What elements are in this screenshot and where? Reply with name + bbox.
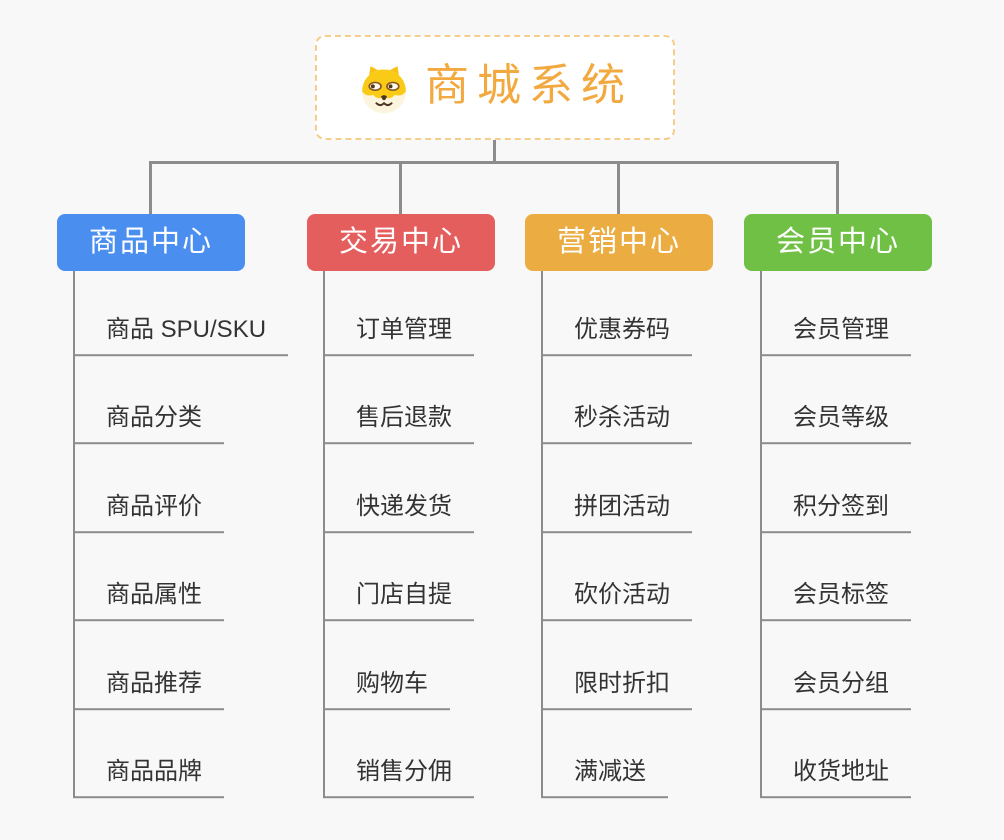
branch-column-marketing: 营销中心 优惠券码 秒杀活动 拼团活动 砍价活动 限时折扣 满减送 xyxy=(525,0,713,840)
branch-column-product: 商品中心 商品 SPU/SKU 商品分类 商品评价 商品属性 商品推荐 商品品牌 xyxy=(57,0,289,840)
connector-drop-member xyxy=(836,161,839,214)
leaf-node[interactable]: 售后退款 xyxy=(323,404,474,444)
leaf-node[interactable]: 快递发货 xyxy=(323,493,474,533)
leaf-node[interactable]: 砍价活动 xyxy=(541,581,692,621)
connector-drop-product xyxy=(149,161,152,214)
leaf-node[interactable]: 会员标签 xyxy=(760,581,911,621)
leaf-node[interactable]: 商品评价 xyxy=(73,493,224,533)
leaf-node[interactable]: 购物车 xyxy=(323,670,450,710)
leaf-node[interactable]: 满减送 xyxy=(541,758,668,798)
leaf-node[interactable]: 收货地址 xyxy=(760,758,911,798)
leaf-node[interactable]: 商品 SPU/SKU xyxy=(73,316,289,356)
connector-rail xyxy=(149,161,839,164)
root-node[interactable]: 商城系统 xyxy=(315,35,675,140)
leaf-node[interactable]: 优惠券码 xyxy=(541,316,692,356)
leaf-node[interactable]: 拼团活动 xyxy=(541,493,692,533)
leaf-node[interactable]: 积分签到 xyxy=(760,493,911,533)
branch-rail xyxy=(541,271,543,798)
connector-drop-trade xyxy=(399,161,402,214)
leaf-node[interactable]: 秒杀活动 xyxy=(541,404,692,444)
leaf-node[interactable]: 销售分佣 xyxy=(323,758,474,798)
leaf-node[interactable]: 会员管理 xyxy=(760,316,911,356)
leaf-node[interactable]: 门店自提 xyxy=(323,581,474,621)
root-title: 商城系统 xyxy=(425,60,633,110)
branch-rail xyxy=(323,271,325,798)
shiba-dog-icon xyxy=(362,65,406,113)
connector-drop-marketing xyxy=(617,161,620,214)
leaf-node[interactable]: 订单管理 xyxy=(323,316,474,356)
leaf-node[interactable]: 会员等级 xyxy=(760,404,911,444)
branch-node-product[interactable]: 商品中心 xyxy=(57,214,245,271)
branch-rail xyxy=(760,271,762,798)
leaf-node[interactable]: 商品分类 xyxy=(73,404,224,444)
connector-root-stub xyxy=(493,140,496,164)
branch-node-marketing[interactable]: 营销中心 xyxy=(525,214,713,271)
branch-node-trade[interactable]: 交易中心 xyxy=(307,214,495,271)
leaf-node[interactable]: 限时折扣 xyxy=(541,670,692,710)
leaf-node[interactable]: 商品推荐 xyxy=(73,670,224,710)
leaf-node[interactable]: 商品属性 xyxy=(73,581,224,621)
branch-column-trade: 交易中心 订单管理 售后退款 快递发货 门店自提 购物车 销售分佣 xyxy=(307,0,495,840)
leaf-node[interactable]: 商品品牌 xyxy=(73,758,224,798)
branch-column-member: 会员中心 会员管理 会员等级 积分签到 会员标签 会员分组 收货地址 xyxy=(744,0,932,840)
branch-rail xyxy=(73,271,75,798)
branch-node-member[interactable]: 会员中心 xyxy=(744,214,932,271)
leaf-node[interactable]: 会员分组 xyxy=(760,670,911,710)
